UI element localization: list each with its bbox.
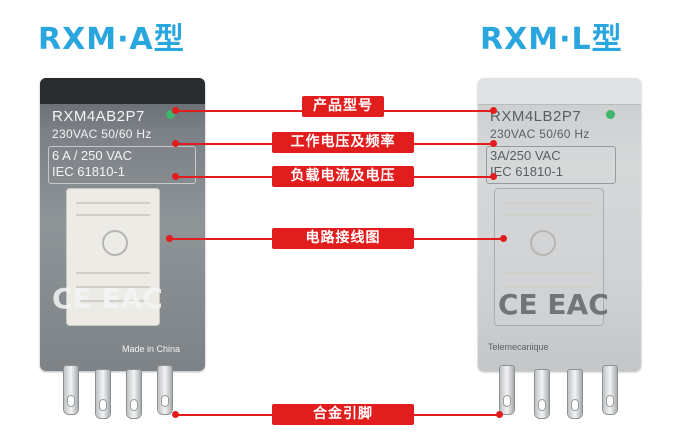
relay-a-current: 6 A / 250 VAC <box>52 148 132 163</box>
relay-l-cert-mark: CE EAC <box>498 288 609 321</box>
relay-a-pin <box>127 370 141 418</box>
relay-a-pin <box>158 366 172 414</box>
relay-l-brand: Telemecanique <box>488 342 549 352</box>
callout-voltage-frequency: 工作电压及频率 <box>272 132 414 153</box>
relay-l-pin <box>603 366 617 414</box>
relay-a-body: RXM4AB2P7 230VAC 50/60 Hz 6 A / 250 VAC … <box>40 78 205 371</box>
led-indicator-icon <box>606 110 615 119</box>
relay-a-cert-mark: CE EAC <box>52 282 163 315</box>
relay-a-standard: IEC 61810-1 <box>52 164 125 179</box>
relay-l-pin <box>535 370 549 418</box>
relay-l-standard: IEC 61810-1 <box>490 164 563 179</box>
plate-notch-icon <box>102 230 128 256</box>
leader-dot <box>500 235 507 242</box>
callout-load-current: 负载电流及电压 <box>272 166 414 187</box>
relay-a-pin <box>96 370 110 418</box>
relay-a-made-in: Made in China <box>122 344 181 354</box>
relay-l-cap <box>478 78 641 105</box>
leader-dot <box>490 107 497 114</box>
led-indicator-icon <box>166 110 175 119</box>
callout-wiring-diagram: 电路接线图 <box>272 228 414 249</box>
leader-dot <box>172 140 179 147</box>
leader-dot <box>490 140 497 147</box>
leader-dot <box>172 411 179 418</box>
relay-a-cap <box>40 78 205 104</box>
leader-dot <box>166 235 173 242</box>
plate-notch-icon <box>530 230 556 256</box>
relay-a-pin <box>64 366 78 414</box>
leader-voltage-left <box>176 143 272 145</box>
relay-a-model: RXM4AB2P7 <box>52 108 145 125</box>
relay-a-spec-box <box>48 146 196 184</box>
relay-a-voltage: 230VAC 50/60 Hz <box>52 127 152 141</box>
relay-a-wiring-plate <box>66 188 160 326</box>
leader-model-right <box>384 110 494 112</box>
relay-l-pin <box>568 370 582 418</box>
leader-diagram-right <box>414 238 504 240</box>
leader-pins-right <box>414 414 500 416</box>
title-rxm-l: RXM·L型 <box>480 22 623 57</box>
leader-model-left <box>176 110 302 112</box>
relay-l-model: RXM4LB2P7 <box>490 108 582 125</box>
title-rxm-a: RXM·A型 <box>38 22 185 57</box>
relay-l-spec-box <box>486 146 616 184</box>
callout-alloy-pins: 合金引脚 <box>272 404 414 425</box>
leader-diagram-left <box>170 238 272 240</box>
leader-dot <box>172 107 179 114</box>
leader-dot <box>490 173 497 180</box>
relay-l-pin <box>500 366 514 414</box>
callout-product-model: 产品型号 <box>302 96 384 117</box>
relay-l-wiring-plate <box>494 188 604 326</box>
leader-current-right <box>414 176 494 178</box>
leader-current-left <box>176 176 272 178</box>
relay-l-body: RXM4LB2P7 230VAC 50/60 Hz 3A/250 VAC IEC… <box>478 78 641 371</box>
leader-dot <box>172 173 179 180</box>
leader-dot <box>496 411 503 418</box>
leader-pins-left <box>176 414 272 416</box>
leader-voltage-right <box>414 143 494 145</box>
relay-l-voltage: 230VAC 50/60 Hz <box>490 127 590 141</box>
relay-l-current: 3A/250 VAC <box>490 148 561 163</box>
